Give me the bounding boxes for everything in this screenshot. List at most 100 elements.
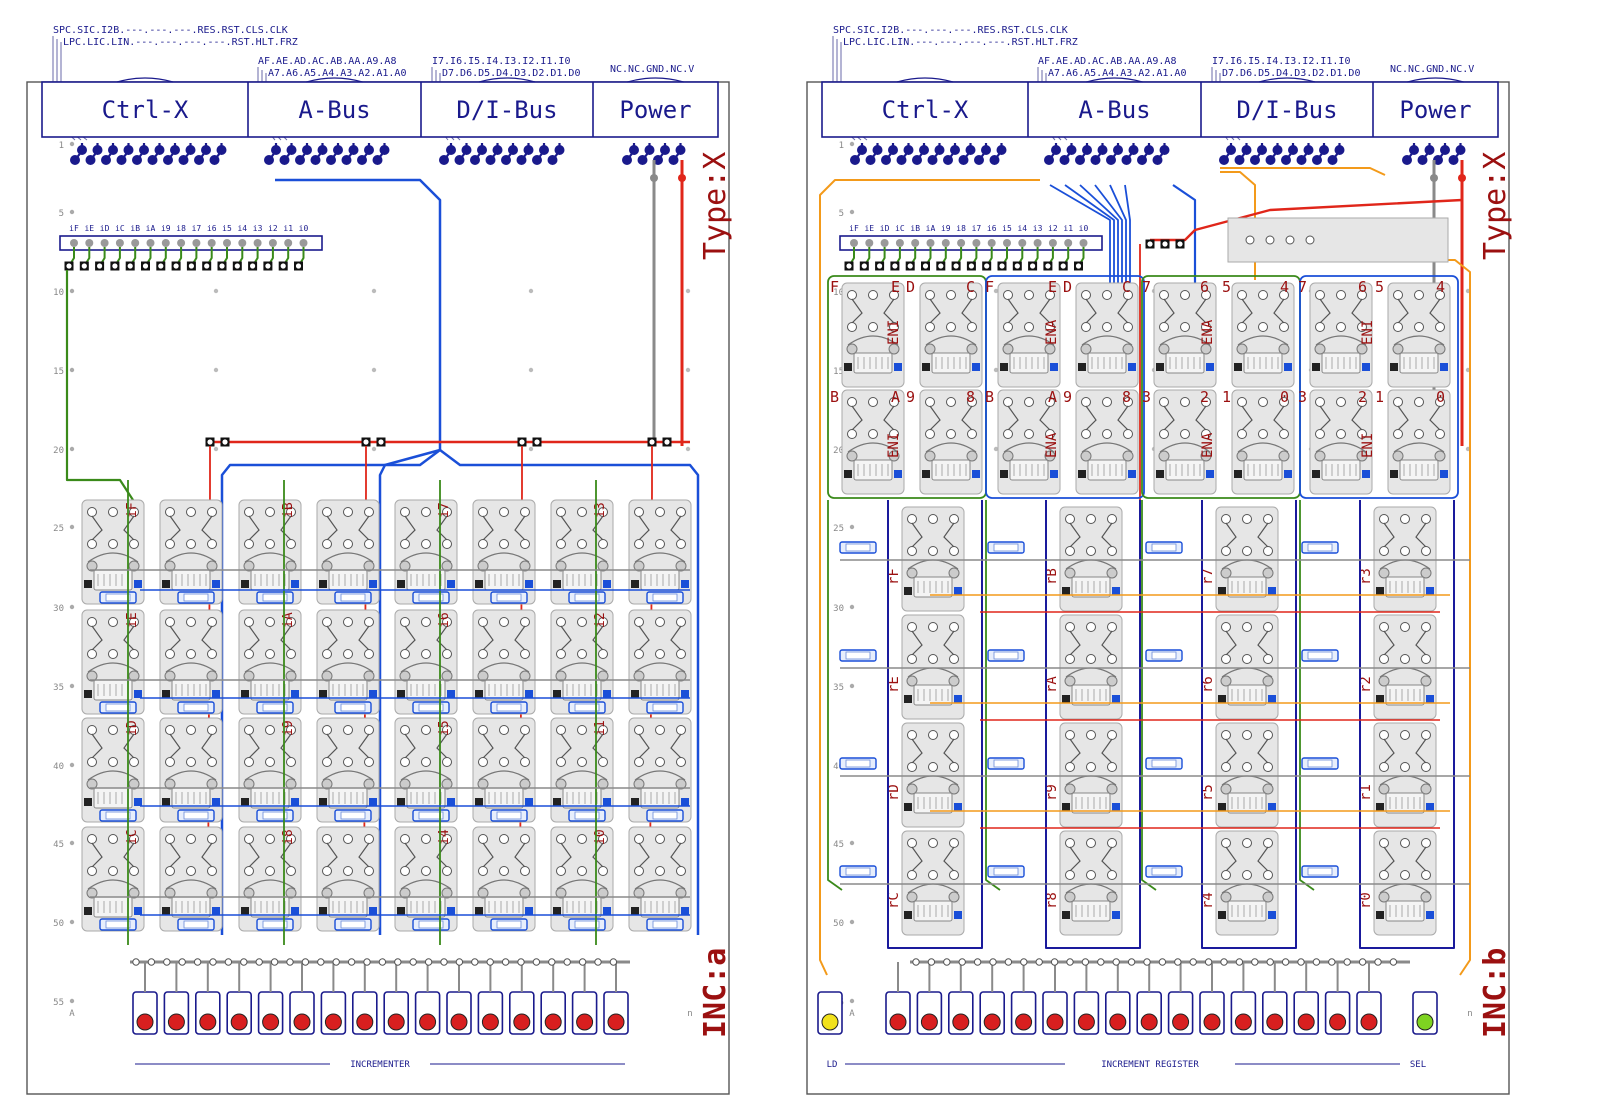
ld-led	[817, 991, 843, 1035]
led-bus-pad	[240, 958, 248, 966]
led-bus-pad	[301, 958, 310, 966]
grid-hole	[213, 367, 219, 373]
led-indicator	[1360, 1013, 1378, 1031]
led	[414, 991, 441, 1035]
led-bus-pad	[548, 958, 556, 966]
connector-pad-trace	[993, 143, 1003, 161]
row-number: 20	[833, 446, 844, 456]
enable-label: ENA	[1044, 319, 1060, 345]
connector-pad-trace	[626, 143, 636, 161]
header-pad	[202, 261, 212, 271]
connector-notch	[116, 77, 174, 83]
connector-pad-trace	[869, 143, 879, 161]
register-bit-label: rD	[886, 784, 902, 801]
led-bus-pad	[609, 958, 618, 966]
led-bus-pad	[255, 958, 263, 966]
header-pad	[1028, 261, 1038, 271]
bus-pad	[532, 437, 542, 447]
header-pin	[941, 239, 950, 247]
header-pin	[1048, 239, 1057, 247]
connector-pad-trace	[657, 143, 667, 161]
led-bus-pad	[1343, 958, 1351, 966]
resistor	[99, 918, 137, 931]
resistor	[334, 809, 372, 822]
abus-pin-label-top: AF.AE.AD.AC.AB.AA.A9.A8	[258, 56, 396, 67]
header-pad	[982, 261, 992, 271]
connector-pad-trace	[1437, 143, 1447, 161]
relay-bit-label: F	[985, 278, 994, 296]
connector-pad-trace	[1331, 143, 1341, 161]
header-pad	[141, 261, 150, 271]
led-bus-pad	[1235, 958, 1244, 966]
header-pad	[1074, 261, 1083, 271]
row-number: 45	[833, 840, 844, 850]
relay-bit-label: 7	[1298, 278, 1307, 296]
header-pin-label: i0	[1079, 224, 1089, 233]
a-bus-connector: A-Bus	[298, 96, 370, 124]
di-bus-connector: D/I-Bus	[456, 96, 557, 124]
power-pin-label: NC.NC.GND.NC.V	[610, 64, 694, 75]
led	[1324, 991, 1351, 1035]
grid-hole	[849, 998, 855, 1004]
header-pin	[1064, 239, 1073, 247]
relay	[628, 499, 692, 605]
resistor	[1145, 649, 1183, 662]
grid-hole	[993, 288, 999, 294]
connector-pad-trace	[1063, 143, 1073, 161]
relay-bit-label: C	[966, 278, 975, 296]
enable-label: ENI	[1360, 433, 1376, 458]
relay-bit-label: 5	[1375, 278, 1384, 296]
grid-hole	[849, 683, 855, 689]
led-bus-pad	[1251, 958, 1259, 966]
led-bus-pad	[532, 958, 541, 966]
led	[1136, 991, 1162, 1035]
abus-fan-trace	[1109, 184, 1127, 285]
abus-pin-label-bottom: A7.A6.A5.A4.A3.A2.A1.A0	[1048, 68, 1186, 79]
led-bus-pad	[1312, 958, 1321, 966]
led-indicator	[1297, 1013, 1315, 1031]
grid-hole	[371, 288, 377, 294]
resistor	[568, 809, 606, 822]
header-pin-label: i9	[941, 224, 951, 233]
abus-fan-trace	[1049, 184, 1111, 285]
header-pad	[171, 261, 181, 271]
grid-hole	[371, 446, 377, 452]
control-trace	[819, 179, 1040, 976]
resistor	[256, 918, 294, 931]
ld-caption: LD	[827, 1060, 838, 1070]
header-pad	[125, 261, 135, 271]
connector-pad-trace	[947, 143, 957, 161]
register-bit-label: r5	[1200, 784, 1216, 801]
grid-hole	[69, 683, 75, 689]
header-pin-label: iB	[910, 224, 920, 233]
grid-hole	[528, 446, 534, 452]
grid-hole	[685, 446, 691, 452]
relay	[1231, 282, 1295, 388]
grid-hole	[528, 288, 534, 294]
row-number: 30	[833, 604, 844, 614]
register-bit-label: r9	[1044, 784, 1060, 801]
register-bit-label: r2	[1358, 676, 1374, 693]
relay	[1215, 830, 1279, 936]
header-pin	[972, 239, 981, 247]
header-pin	[238, 239, 247, 247]
connector-notch	[1258, 77, 1316, 83]
header-pin	[131, 239, 140, 247]
header-pad	[875, 261, 885, 271]
register-bit-label: r7	[1200, 568, 1216, 585]
via	[678, 174, 686, 182]
led-bus-pad	[486, 958, 494, 966]
grid-hole	[993, 446, 999, 452]
led-indicator	[821, 1013, 839, 1031]
relay-pin	[1265, 235, 1275, 245]
led-bus-pad	[1204, 958, 1213, 966]
header-pin-label: iF	[849, 224, 859, 233]
resistor	[334, 918, 372, 931]
edge-connector	[821, 81, 1499, 138]
led-indicator	[1109, 1013, 1127, 1031]
led-bus-pad	[927, 958, 936, 966]
led	[1262, 991, 1288, 1035]
grid-hole	[69, 209, 75, 215]
led	[383, 991, 410, 1035]
